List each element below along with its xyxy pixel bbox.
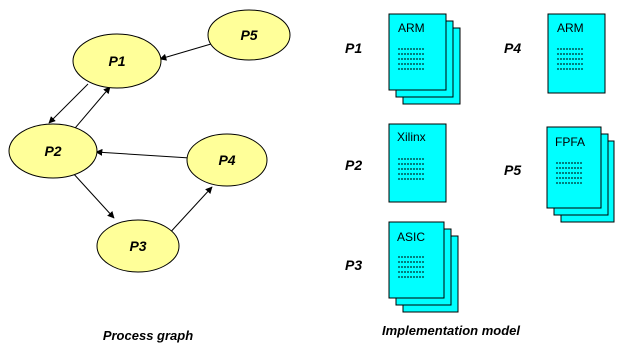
doc-text-lines <box>398 158 424 180</box>
edge-p1-to-p2 <box>48 83 89 124</box>
implementation-model: P1 ARM P4 ARM <box>345 13 615 338</box>
row-p3-label: P3 <box>345 257 362 273</box>
doc-title-fpfa-p5: FPFA <box>555 135 585 149</box>
implementation-model-caption: Implementation model <box>382 323 520 338</box>
node-p1: P1 <box>72 33 162 89</box>
edge-p2-to-p3 <box>71 171 115 219</box>
document-stack-fpfa-p5: FPFA <box>546 126 615 223</box>
doc-sheet-front <box>388 13 447 91</box>
document-stack-asic-p3: ASIC <box>388 221 459 313</box>
doc-text-lines <box>398 256 424 278</box>
process-graph-caption: Process graph <box>103 328 193 343</box>
edge-p2-to-p1 <box>69 86 111 135</box>
node-p5: P5 <box>207 9 291 61</box>
document-arm-p4: ARM <box>547 13 606 94</box>
doc-text-lines <box>557 48 583 70</box>
row-p2-label: P2 <box>345 157 362 173</box>
edge-p5-to-p1 <box>159 43 212 61</box>
doc-text-lines <box>398 48 424 70</box>
doc-title-asic-p3: ASIC <box>397 230 425 244</box>
doc-sheet-front <box>388 123 447 203</box>
edge-p4-to-p2 <box>95 148 191 159</box>
edge-p3-to-p4 <box>165 186 213 238</box>
doc-title-arm-p1: ARM <box>398 21 425 35</box>
doc-title-xilinx-p2: Xilinx <box>397 130 426 144</box>
node-p2: P2 <box>8 123 98 179</box>
doc-title-arm-p4: ARM <box>557 21 584 35</box>
node-p3: P3 <box>96 219 180 273</box>
node-p2-label: P2 <box>44 143 61 159</box>
node-p1-label: P1 <box>108 53 125 69</box>
document-xilinx-p2: Xilinx <box>388 123 447 203</box>
node-p5-label: P5 <box>240 27 257 43</box>
row-p5-label: P5 <box>504 162 521 178</box>
node-p4-label: P4 <box>218 152 235 168</box>
document-stack-arm-p1: ARM <box>388 13 461 105</box>
row-p4-label: P4 <box>504 40 521 56</box>
node-p4: P4 <box>186 133 268 187</box>
node-p3-label: P3 <box>129 238 146 254</box>
doc-text-lines <box>556 162 582 184</box>
process-graph: P5 P1 P2 P4 P3 Process graph <box>8 9 291 343</box>
doc-sheet-front <box>388 221 445 299</box>
row-p1-label: P1 <box>345 40 362 56</box>
